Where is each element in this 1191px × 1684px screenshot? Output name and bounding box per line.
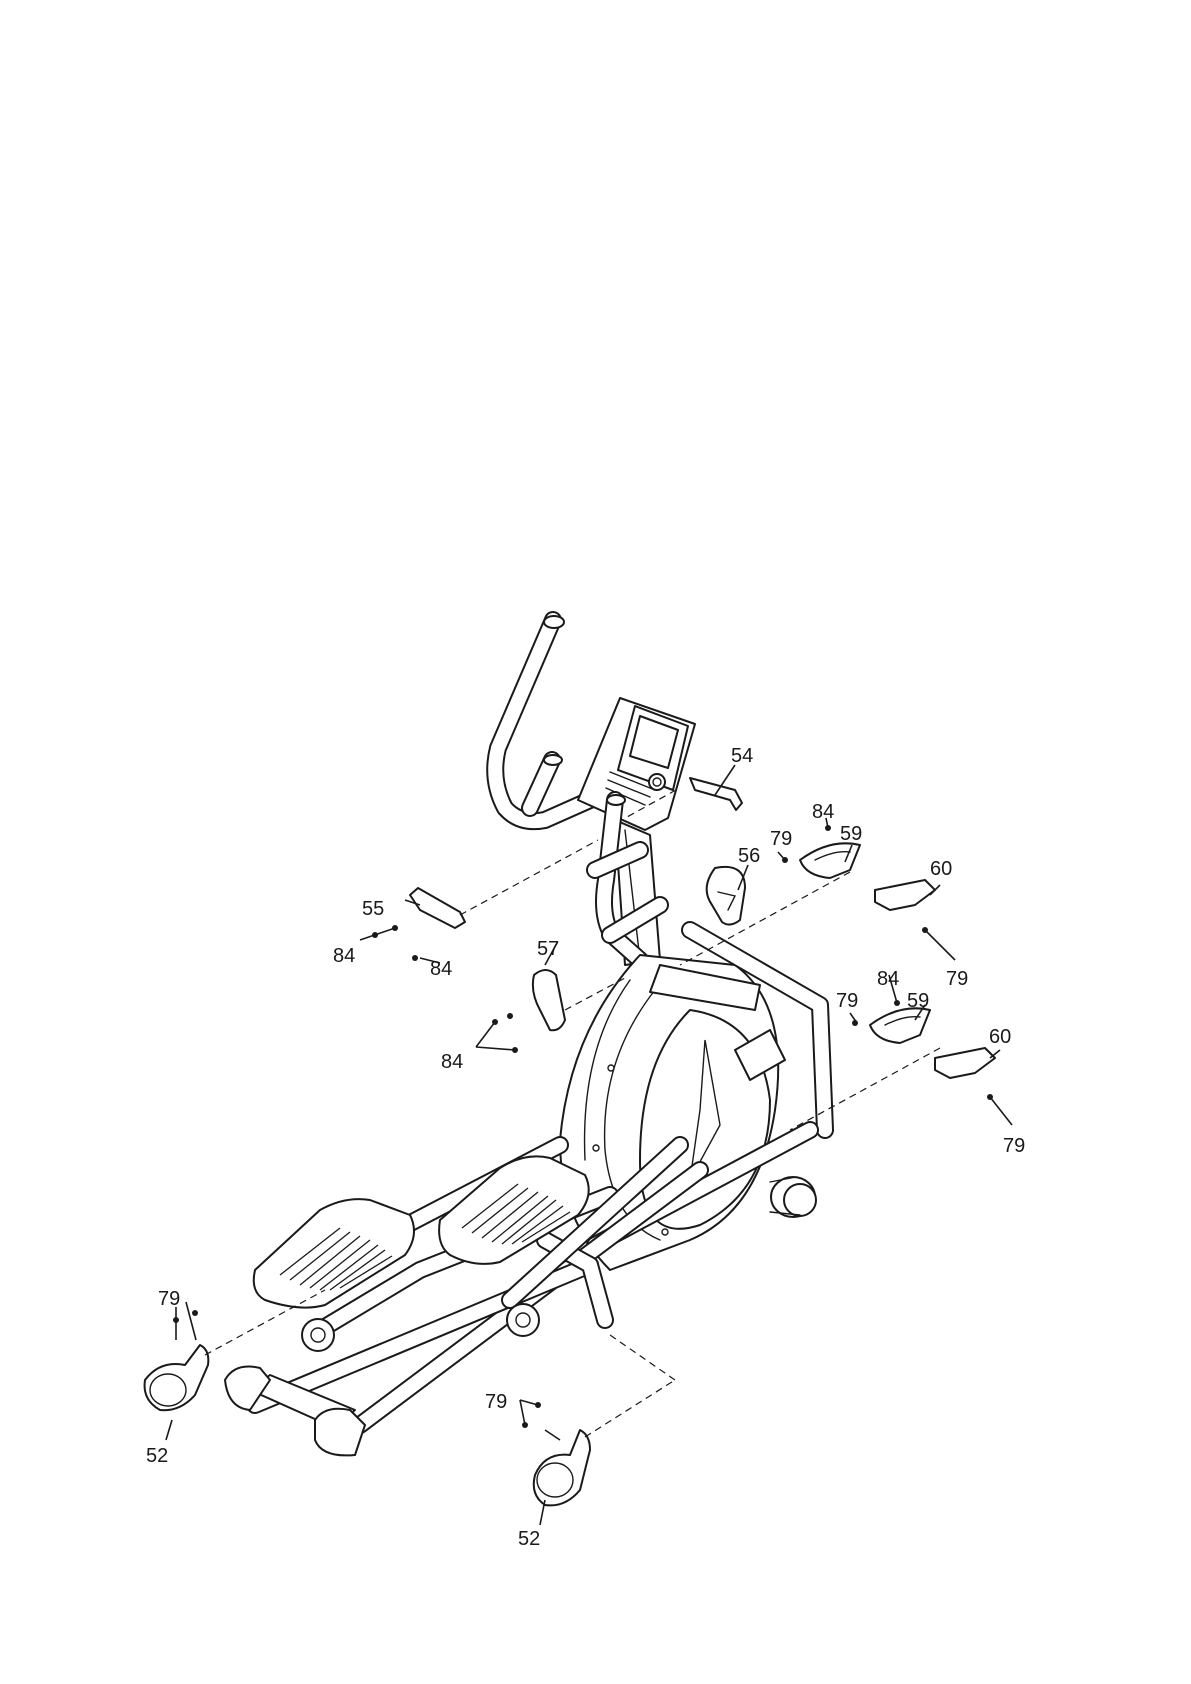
callout-52-right: 52: [518, 1528, 540, 1550]
part-60-upper-cover: [875, 880, 935, 910]
part-59-lower-cover: [870, 1008, 930, 1043]
part-57-mast-cover: [533, 970, 565, 1030]
part-52-right-wheel: [534, 1430, 590, 1505]
callout-79-mid: 79: [836, 990, 858, 1012]
callout-56: 56: [738, 845, 760, 867]
callout-60-mid: 60: [989, 1026, 1011, 1048]
part-60-lower-cover: [935, 1048, 995, 1078]
elliptical-trainer-frame: [225, 616, 825, 1455]
callout-59-top: 59: [840, 823, 862, 845]
short-handle: [530, 755, 562, 808]
callout-84-left-a: 84: [333, 945, 355, 967]
callout-52-left: 52: [146, 1445, 168, 1467]
part-52-left-wheel: [145, 1345, 209, 1410]
part-56-mast-cover: [707, 867, 745, 925]
callout-60-top: 60: [930, 858, 952, 880]
callout-79-top-right: 79: [946, 968, 968, 990]
callout-84-top: 84: [812, 801, 834, 823]
callout-79-wheel-right: 79: [485, 1391, 507, 1413]
callout-84-left-b: 84: [430, 958, 452, 980]
callout-84-bottom-left: 84: [441, 1051, 463, 1073]
callout-79-mid-right: 79: [1003, 1135, 1025, 1157]
callout-54: 54: [731, 745, 753, 767]
callout-84-mid-right: 84: [877, 968, 899, 990]
callout-79-wheel-left: 79: [158, 1288, 180, 1310]
console: [578, 698, 695, 830]
callout-79-top-left: 79: [770, 828, 792, 850]
callout-59-mid: 59: [907, 990, 929, 1012]
callout-57: 57: [537, 938, 559, 960]
callout-55: 55: [362, 898, 384, 920]
part-55-handle-cover: [410, 888, 465, 928]
